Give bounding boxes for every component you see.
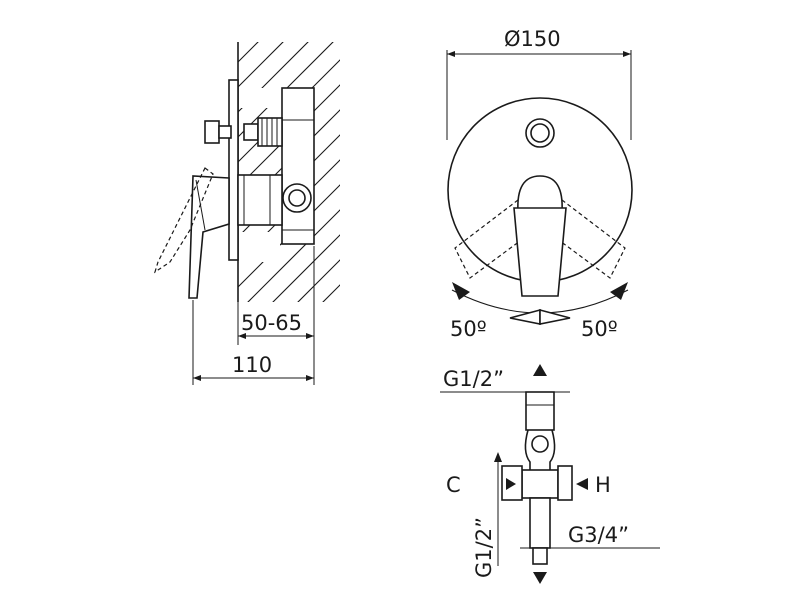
- connection-body: [521, 469, 559, 499]
- diverter-knob-outer: [525, 118, 555, 148]
- depth-dimension: 50-65: [237, 246, 315, 345]
- bottom-outlet-arrow: [533, 572, 547, 584]
- total-dimension: 110: [192, 300, 315, 385]
- valve-body: [281, 87, 315, 245]
- cold-arrow: [506, 478, 516, 490]
- bottom-thread-vertical-label: G1/2”: [472, 517, 496, 578]
- hot-arrow: [576, 478, 588, 490]
- front-view: Ø150 50º 50º: [446, 27, 633, 341]
- diameter-dimension: Ø150: [446, 27, 632, 140]
- top-thread-label: G1/2”: [443, 367, 504, 391]
- depth-dimension-label: 50-65: [241, 311, 302, 335]
- diverter-stem: [204, 117, 283, 147]
- lever-handle: [188, 175, 230, 299]
- rotation-left-label: 50º: [450, 317, 487, 341]
- side-view: 50-65 110: [153, 42, 340, 385]
- front-lever: [513, 207, 567, 297]
- hot-label: H: [595, 473, 611, 497]
- lever-hub: [517, 175, 563, 213]
- bottom-right-thread-label: G3/4”: [568, 523, 629, 547]
- connection-view: G1/2” C H G3/4” G1/2”: [440, 364, 660, 584]
- total-dimension-label: 110: [232, 353, 272, 377]
- cartridge: [237, 174, 312, 226]
- cover-plate: [228, 79, 239, 261]
- cold-label: C: [446, 473, 461, 497]
- diameter-label: Ø150: [504, 27, 561, 51]
- lever-handle-rotated: [153, 167, 214, 274]
- top-outlet: [525, 391, 555, 431]
- rotation-right-label: 50º: [581, 317, 618, 341]
- top-outlet-arrow: [533, 364, 547, 376]
- diverter-knob-inner: [530, 123, 550, 143]
- hot-inlet: [557, 465, 573, 501]
- lower-stem: [529, 497, 551, 549]
